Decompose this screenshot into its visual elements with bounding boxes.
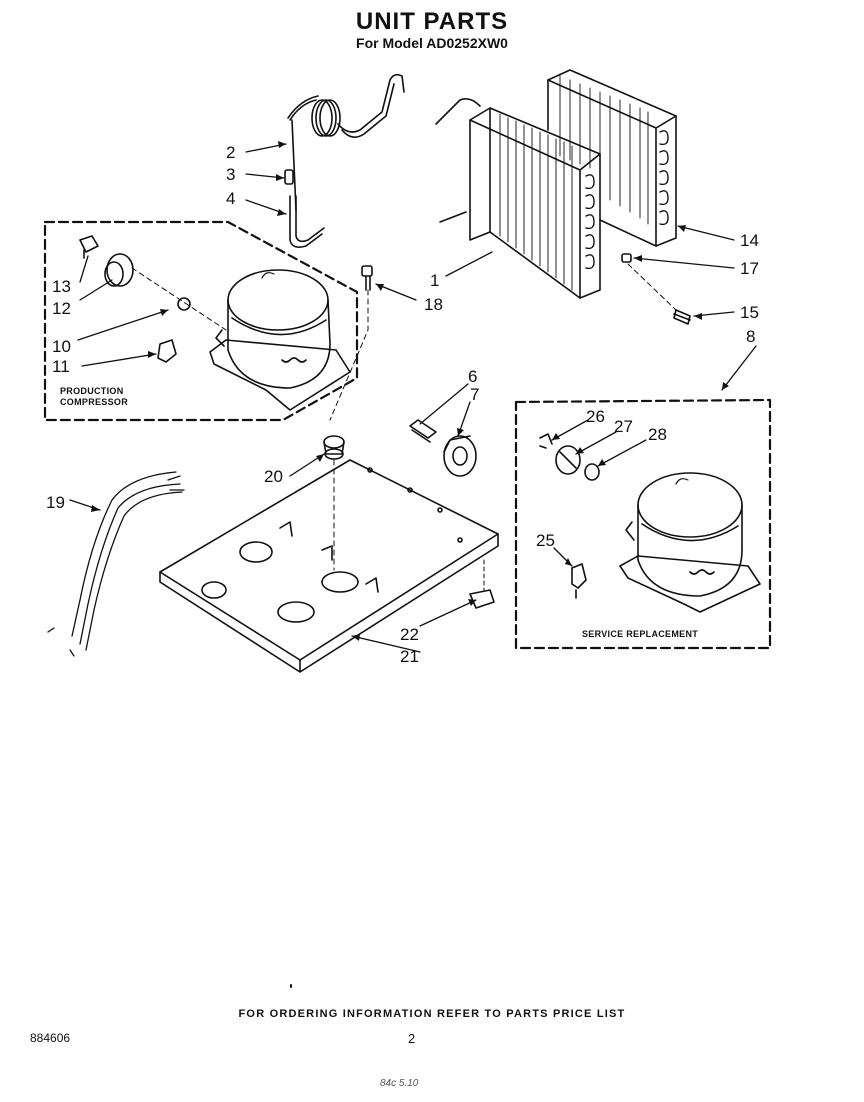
wiring-harness-19 — [47, 471, 185, 657]
callout-13: 13 — [52, 277, 71, 296]
condenser-coil — [435, 69, 677, 299]
callout-19: 19 — [46, 493, 65, 512]
service-replacement-label: SERVICE REPLACEMENT — [582, 629, 699, 639]
spacer-6 — [409, 419, 437, 443]
page-title: UNIT PARTS — [355, 8, 509, 35]
mount-7 — [443, 435, 477, 477]
callout-4: 4 — [226, 189, 236, 208]
ordering-note: FOR ORDERING INFORMATION REFER TO PARTS … — [238, 1008, 626, 1020]
callout-14: 14 — [740, 231, 759, 250]
callout-1: 1 — [430, 271, 440, 290]
capillary-tube-assembly — [284, 73, 405, 248]
callout-26: 26 — [586, 407, 605, 426]
callout-8: 8 — [746, 327, 756, 346]
callout-20: 20 — [264, 467, 283, 486]
production-label-line2: COMPRESSOR — [60, 397, 129, 407]
clip-17 — [621, 253, 632, 263]
callout-15: 15 — [740, 303, 759, 322]
callout-21: 21 — [400, 647, 419, 666]
production-compressor-box — [43, 220, 359, 422]
document-number: 884606 — [30, 1031, 71, 1045]
overload-parts-production — [79, 235, 227, 363]
screw-15 — [673, 309, 691, 325]
callout-22: 22 — [400, 625, 419, 644]
callout-10: 10 — [52, 337, 71, 356]
callout-18: 18 — [424, 295, 443, 314]
production-compressor-drawing — [209, 269, 351, 411]
leader-lines — [69, 143, 757, 653]
callout-27: 27 — [614, 417, 633, 436]
callout-2: 2 — [226, 143, 236, 162]
callout-3: 3 — [226, 165, 236, 184]
grommet-18 — [329, 265, 373, 421]
handwritten-note: 84c 5.10 — [380, 1078, 419, 1089]
callout-17: 17 — [740, 259, 759, 278]
service-compressor-drawing — [619, 472, 761, 613]
foot-22 — [469, 559, 495, 609]
grommet-20 — [323, 435, 345, 571]
callout-7: 7 — [470, 385, 480, 404]
callout-11: 11 — [52, 357, 70, 376]
callout-12: 12 — [52, 299, 71, 318]
callout-28: 28 — [648, 425, 667, 444]
callout-6: 6 — [468, 367, 478, 386]
leader-arrowheads — [91, 141, 729, 641]
overload-parts-service — [539, 433, 600, 599]
callout-25: 25 — [536, 531, 555, 550]
page-number: 2 — [408, 1031, 416, 1046]
base-plate — [159, 459, 499, 673]
model-subtitle: For Model AD0252XW0 — [356, 35, 508, 51]
service-replacement-box — [514, 398, 772, 650]
production-label-line1: PRODUCTION — [60, 386, 124, 396]
